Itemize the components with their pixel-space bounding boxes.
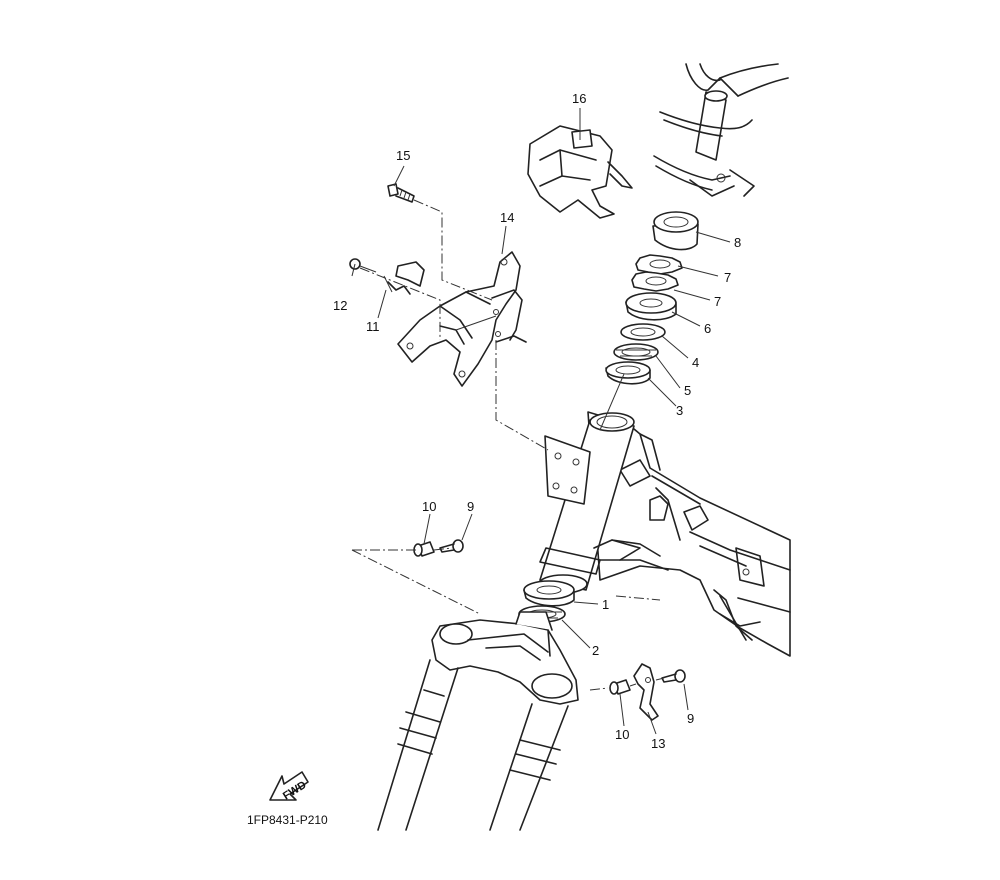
- under-bracket: [431, 611, 579, 705]
- part-4-cover: [620, 323, 666, 341]
- part-5-bearing: [613, 343, 659, 361]
- callout-11: 11: [366, 319, 380, 334]
- part-9-bolt-right: [661, 669, 686, 683]
- callout-13: 13: [651, 736, 665, 751]
- fork-right: [489, 703, 569, 831]
- part-8-cap: [652, 211, 699, 251]
- callout-7b: 7: [714, 294, 721, 309]
- part-1-race: [523, 580, 575, 607]
- callout-3: 3: [676, 403, 683, 418]
- callout-labels: 1 2 3 4 5 6 7 7 8 9 9 10 10 11 12 13 14 …: [333, 91, 741, 751]
- assembly-lines: [351, 199, 665, 691]
- callout-5: 5: [684, 383, 691, 398]
- part-10-collar-left: [413, 541, 435, 557]
- callout-9b: 9: [687, 711, 694, 726]
- callout-10a: 10: [422, 499, 436, 514]
- callout-7a: 7: [724, 270, 731, 285]
- callout-2: 2: [592, 643, 599, 658]
- part-13-clamp: [633, 663, 659, 721]
- callout-16: 16: [572, 91, 586, 106]
- part-16-cover: [527, 125, 633, 219]
- callout-10b: 10: [615, 727, 629, 742]
- part-6-washer: [625, 292, 677, 321]
- diagram-code: 1FP8431-P210: [247, 813, 328, 827]
- part-15-bolt: [387, 183, 415, 203]
- part-11-clip: [383, 261, 425, 295]
- callout-14: 14: [500, 210, 514, 225]
- leader-lines: [351, 108, 731, 735]
- frame: [587, 63, 791, 657]
- callout-15: 15: [396, 148, 410, 163]
- fork-left: [377, 659, 459, 831]
- part-9-bolt-left: [439, 539, 464, 553]
- part-7-ring-nut-lower: [631, 271, 679, 292]
- callout-12: 12: [333, 298, 347, 313]
- callout-9a: 9: [467, 499, 474, 514]
- fwd-arrow-icon: FWD: [269, 771, 309, 802]
- part-10-collar-right: [609, 679, 631, 695]
- part-3-race: [605, 361, 651, 385]
- callout-1: 1: [602, 597, 609, 612]
- part-7-ring-nut-upper: [635, 254, 683, 275]
- callout-8: 8: [734, 235, 741, 250]
- callout-6: 6: [704, 321, 711, 336]
- callout-4: 4: [692, 355, 699, 370]
